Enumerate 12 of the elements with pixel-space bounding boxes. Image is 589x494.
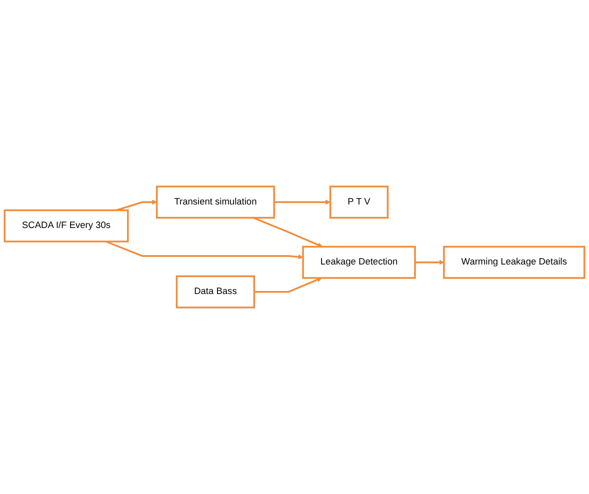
node-box: P T V [329,186,389,219]
node-box: Data Bass [176,275,256,308]
node-box: SCADA I/F Every 30s [4,209,129,242]
node-box: Warming Leakage Details [443,246,586,279]
node-box: Leakage Detection [302,246,416,279]
arrow [105,240,304,260]
arrow [253,216,323,248]
node-box: Transient simulation [156,186,275,219]
arrow [116,200,158,212]
arrow [254,277,322,293]
arrow [274,200,331,205]
arrow [415,260,444,265]
